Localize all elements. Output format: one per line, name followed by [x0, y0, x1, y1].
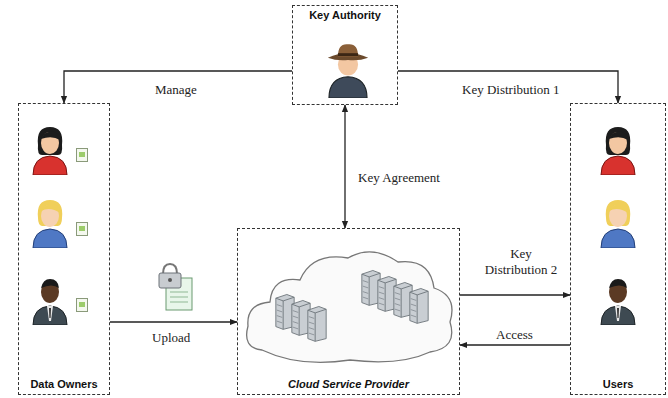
key-agreement-arrow	[344, 105, 345, 228]
upload-arrow	[110, 321, 237, 322]
document-icon	[77, 223, 88, 236]
key-distribution-arrow	[460, 294, 570, 295]
edge-label: Access	[494, 327, 535, 343]
cloud-box: Cloud Service Provider	[237, 228, 460, 395]
document-icon	[77, 299, 88, 312]
authority-figure	[328, 44, 368, 98]
owner-figure	[33, 127, 67, 175]
key-distribution-arrow	[398, 71, 618, 103]
encrypted-file-icon	[159, 264, 192, 310]
access-arrow	[460, 344, 570, 345]
server-icon	[308, 307, 326, 342]
node-title: Data Owners	[23, 378, 105, 391]
authority-box: Key Authority	[292, 5, 398, 105]
edge-label: Upload	[150, 330, 192, 346]
edge-label: Key Distribution 2	[477, 246, 565, 277]
owner-figure	[33, 279, 67, 325]
document-icon	[77, 149, 88, 162]
node-title: Cloud Service Provider	[238, 378, 459, 391]
user-group: Users	[570, 103, 666, 395]
node-title: Key Authority	[293, 9, 397, 22]
edge-label: Key Agreement	[356, 170, 442, 186]
user-figure	[601, 279, 635, 325]
owner-figure	[33, 200, 67, 248]
edge-label: Manage	[153, 82, 199, 98]
cloud-shape	[247, 252, 452, 363]
node-title: Users	[571, 378, 665, 391]
owner-group: Data Owners	[18, 103, 110, 395]
manage-arrow	[64, 71, 292, 103]
server-icon	[410, 289, 428, 324]
user-figure	[601, 127, 635, 175]
edge-label: Key Distribution 1	[460, 82, 562, 98]
user-figure	[601, 200, 635, 248]
